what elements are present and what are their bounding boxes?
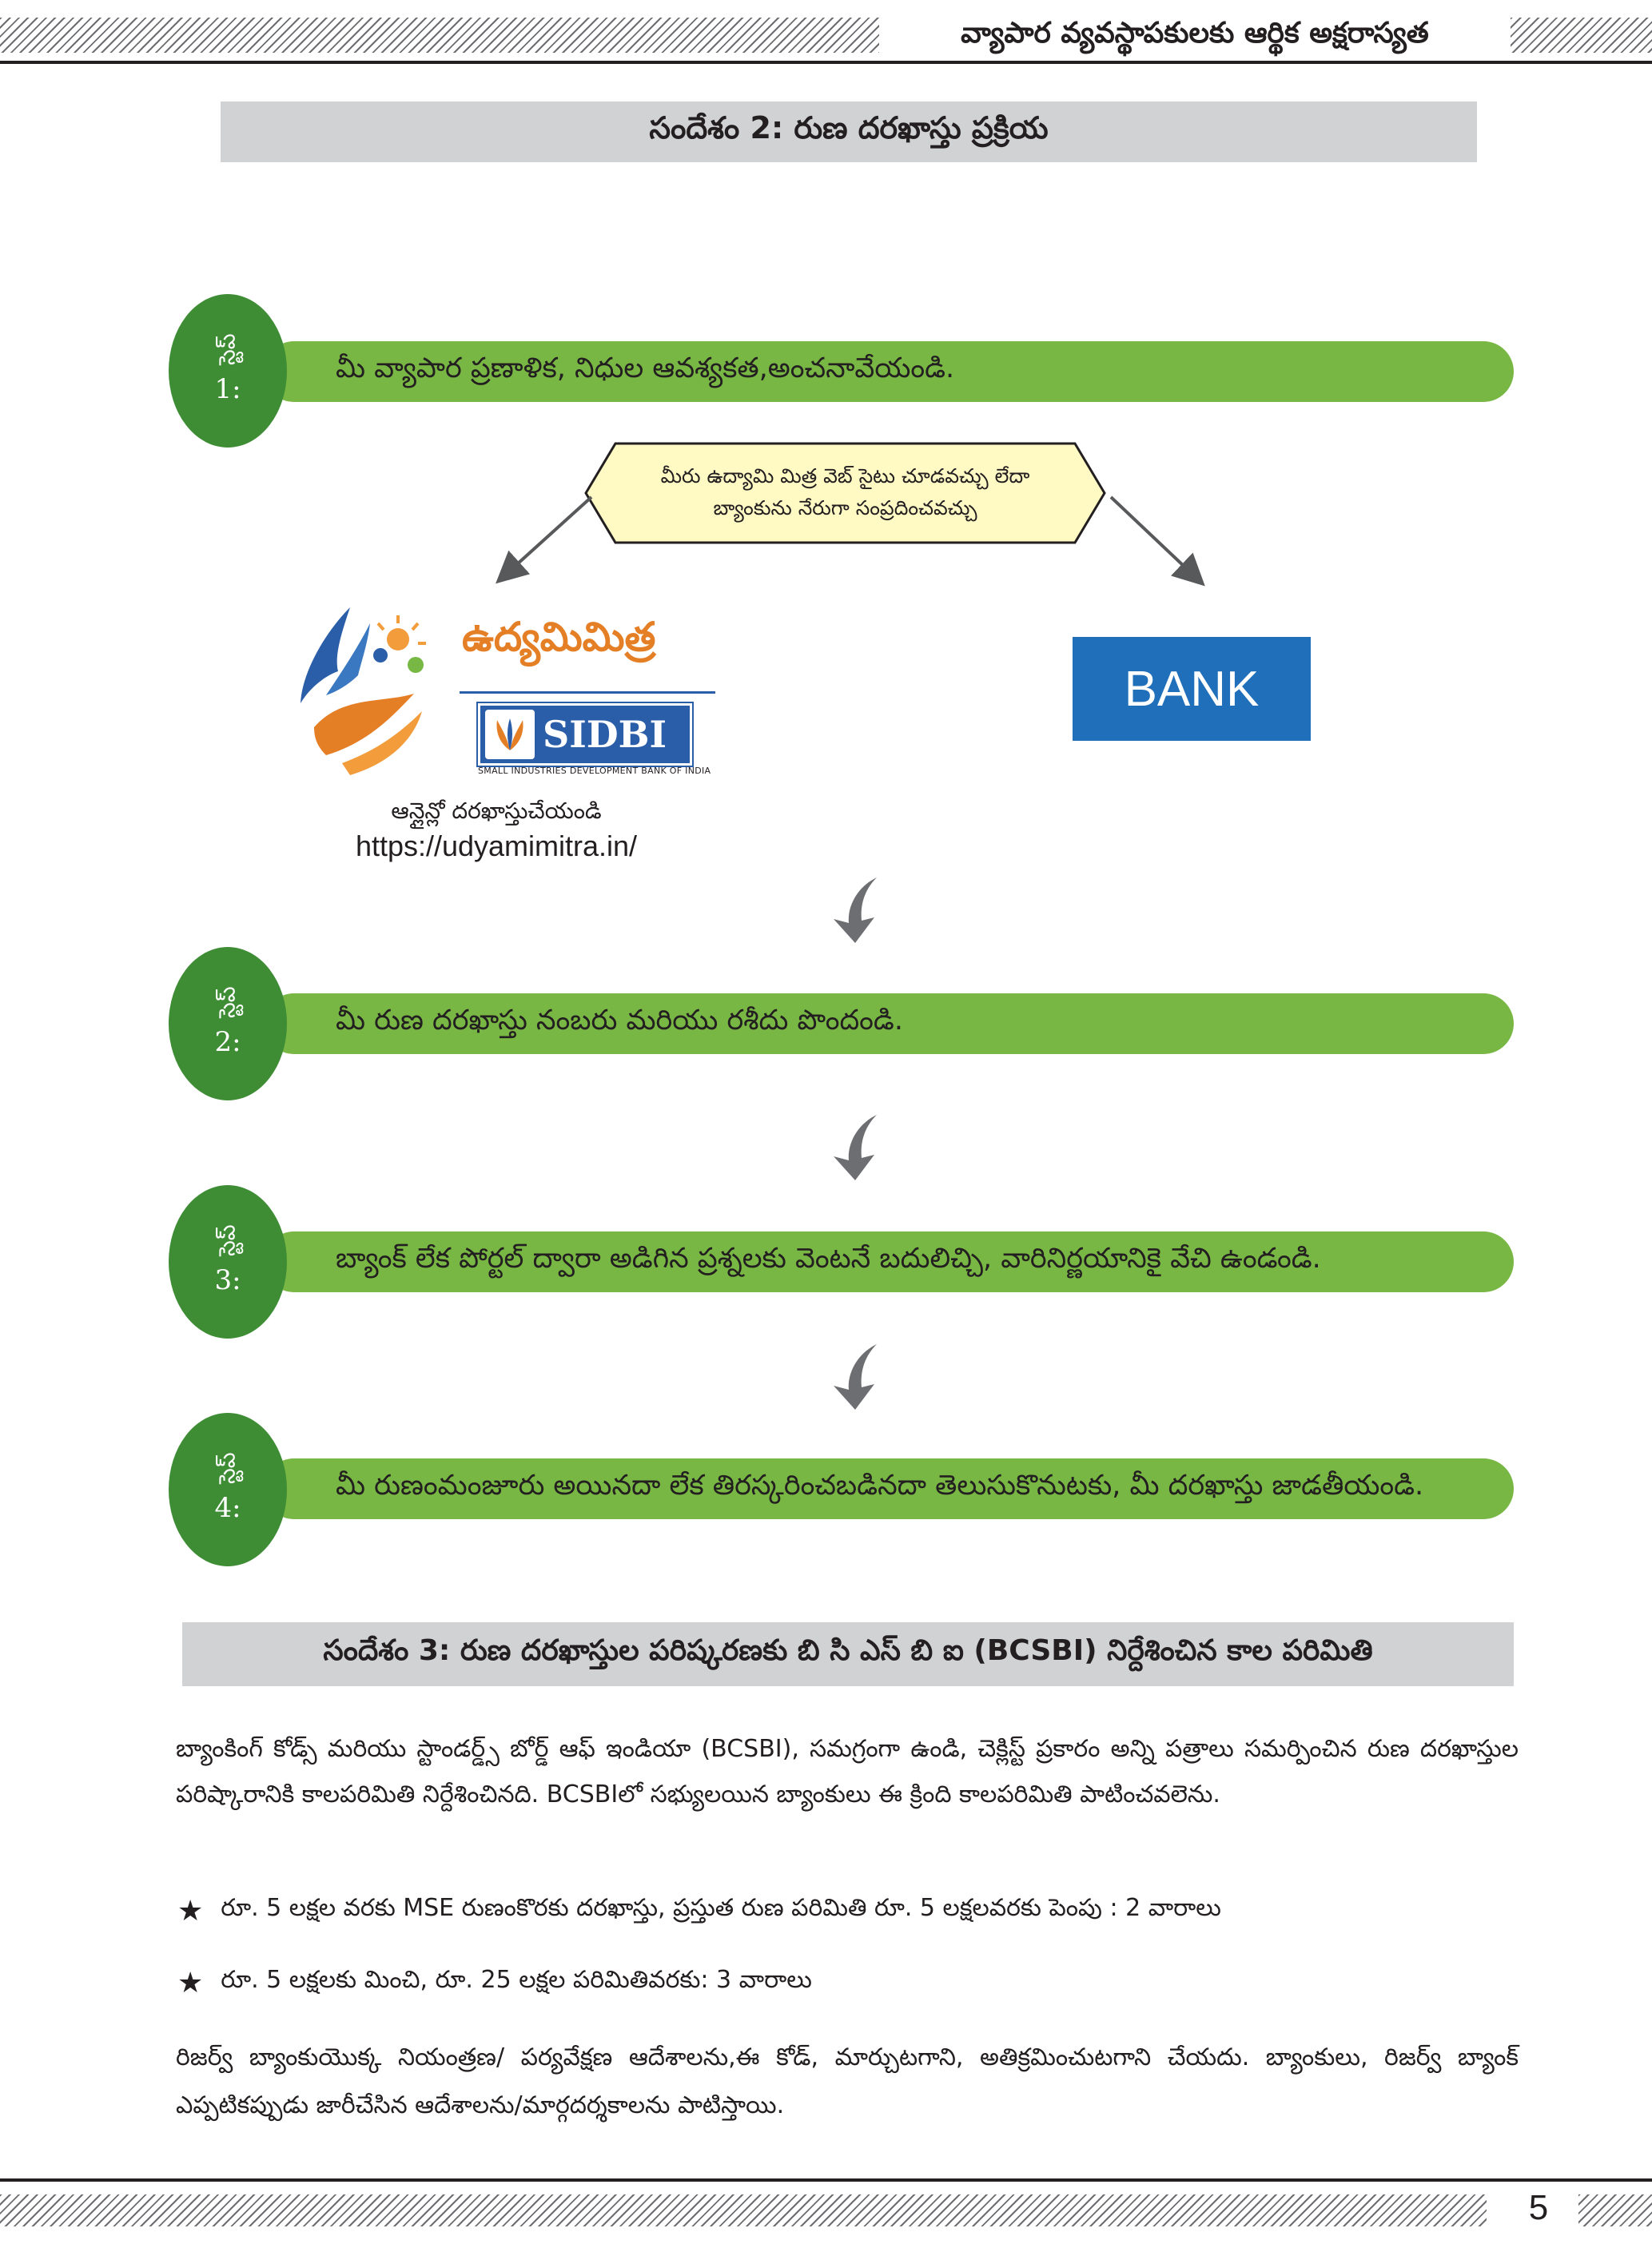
step-1-badge: స్టెప్ 1: [169,294,287,448]
step-1-number: 1: [214,372,241,405]
step-4-label: స్టెప్ [213,1452,241,1485]
body-paragraph-2: రిజర్వ్ బ్యాంకుయొక్క నియంత్రణ/ పర్యవేక్ష… [176,2043,1519,2119]
step-3-label: స్టెప్ [213,1224,241,1257]
udyamimitra-wordmark: ఉద్యమిమిత్ర [462,614,656,660]
note-hexagon-shape [584,442,1106,544]
curved-down-arrow-1 [834,877,877,943]
step-4-number: 4: [214,1491,241,1524]
sidbi-divider [460,691,715,694]
step-1-bar: మీ వ్యాపార ప్రణాళిక, నిధుల ఆవశ్యకత,అంచనా… [264,341,1514,402]
note-text: మీరు ఉద్యామి మిత్ర వెబ్ సైటు చూడవచ్చు లే… [660,464,1030,519]
header-rule [0,61,1652,64]
curved-down-arrow-2 [834,1115,877,1180]
star-bullet-icon: ★ [177,1966,204,1999]
header-hatch-decoration-right [1511,18,1652,53]
body-paragraph-1: బ్యాంకింగ్ కోడ్స్ మరియు స్టాండర్డ్స్ బోర… [176,1735,1519,1808]
step-2-label: స్టెప్ [213,986,241,1019]
sidbi-subtitle: SMALL INDUSTRIES DEVELOPMENT BANK OF IND… [478,766,711,776]
sidbi-logo: SIDBI [476,702,694,767]
sidbi-emblem-icon [485,710,535,759]
section-2-title: సందేశం 2: రుణ దరఖాస్తు ప్రక్రియ [221,101,1477,162]
step-3-bar: బ్యాంక్ లేక పోర్టల్ ద్వారా అడిగిన ప్రశ్న… [264,1231,1514,1292]
sidbi-text: SIDBI [543,713,667,756]
step-3-badge: స్టెప్ 3: [169,1185,287,1339]
step-2-text: మీ రుణ దరఖాస్తు నంబరు మరియు రశీదు పొందండ… [336,1005,903,1036]
step-4-badge: స్టెప్ 4: [169,1413,287,1566]
udyamimitra-url-link[interactable]: https://udyamimitra.in/ [355,830,638,862]
header-hatch-decoration [0,18,879,53]
bank-label: BANK [1124,661,1260,717]
step-4-text: మీ రుణంమంజూరు అయినదా లేక తిరస్కరించబడినద… [336,1470,1424,1502]
bank-box: BANK [1073,637,1311,741]
step-3-text: బ్యాంక్ లేక పోర్టల్ ద్వారా అడిగిన ప్రశ్న… [336,1243,1321,1275]
arrow-to-bank [1109,495,1205,587]
footer-hatch-decoration-right [1578,2194,1652,2226]
step-1-text: మీ వ్యాపార ప్రణాళిక, నిధుల ఆవశ్యకత,అంచనా… [336,352,955,384]
page-number: 5 [1528,2188,1549,2227]
step-4-bar: మీ రుణంమంజూరు అయినదా లేక తిరస్కరించబడినద… [264,1458,1514,1519]
step-3-number: 3: [214,1263,241,1296]
udyamimitra-logo [301,607,426,775]
online-or-bank-note: మీరు ఉద్యామి మిత్ర వెబ్ సైటు చూడవచ్చు లే… [583,441,1107,545]
bullet-text-1: రూ. 5 లక్షల వరకు MSE రుణంకొరకు దరఖాస్తు,… [221,1894,1221,1922]
step-2-number: 2: [214,1025,241,1058]
bullet-text-2: రూ. 5 లక్షలకు మించి, రూ. 25 లక్షల పరిమిత… [221,1966,812,1994]
section-3-title: సందేశం 3: రుణ దరఖాస్తుల పరిష్కరణకు బి సి… [182,1622,1514,1686]
step-2-badge: స్టెప్ 2: [169,947,287,1100]
arrow-to-udyamimitra [496,495,593,584]
footer-hatch-decoration [0,2194,1487,2226]
bullet-item: ★ రూ. 5 లక్షల వరకు MSE రుణంకొరకు దరఖాస్త… [177,1894,1221,1928]
footer-rule [0,2178,1652,2182]
star-bullet-icon: ★ [177,1894,204,1928]
step-2-bar: మీ రుణ దరఖాస్తు నంబరు మరియు రశీదు పొందండ… [264,993,1514,1054]
apply-online-label: ఆన్లైన్లో దరఖాస్తుచేయండి [391,798,602,824]
bullet-item: ★ రూ. 5 లక్షలకు మించి, రూ. 25 లక్షల పరిమ… [177,1966,812,1999]
curved-down-arrow-3 [834,1344,877,1410]
header-title: వ్యాపార వ్యవస్థాపకులకు ఆర్థిక అక్షరాస్యత [961,17,1429,50]
